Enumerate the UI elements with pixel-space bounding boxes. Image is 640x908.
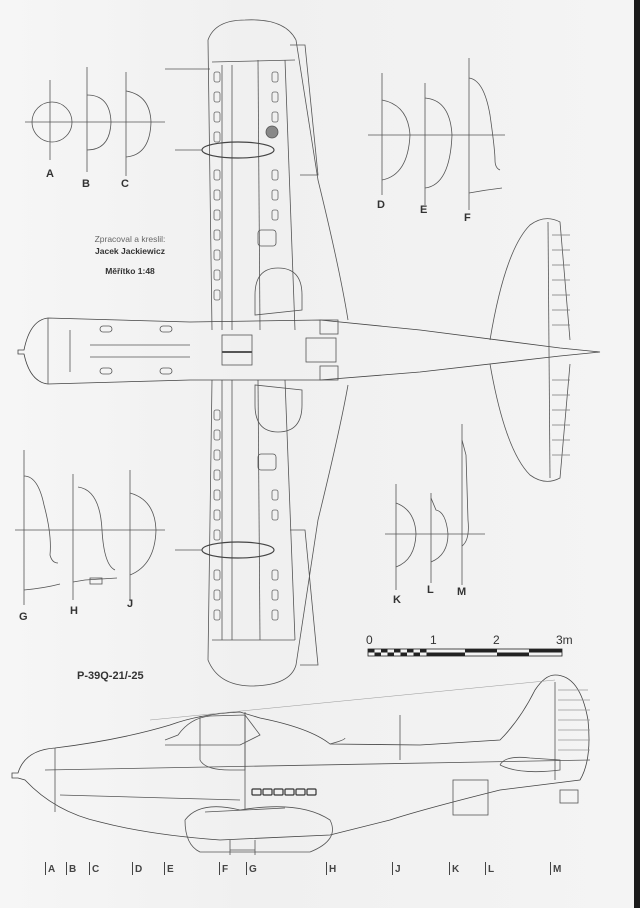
station-g: G: [246, 862, 257, 875]
station-d: D: [132, 862, 142, 875]
section-label-l: L: [427, 584, 434, 596]
scale-tick-3m: 3m: [556, 633, 573, 647]
station-l: L: [485, 862, 494, 875]
station-c: C: [89, 862, 99, 875]
credit-label: Zpracoval a kreslil:: [94, 234, 166, 244]
cross-sections-klm: [385, 424, 485, 590]
section-label-c: C: [121, 178, 129, 190]
section-label-k: K: [393, 594, 401, 606]
section-label-d: D: [377, 199, 385, 211]
scale-ratio: Měřítko 1:48: [105, 266, 155, 276]
section-label-f: F: [464, 212, 471, 224]
page-edge-shadow: [634, 0, 640, 908]
section-label-g: G: [19, 611, 28, 623]
section-label-m: M: [457, 586, 467, 598]
section-label-a: A: [46, 168, 54, 180]
station-a: A: [45, 862, 55, 875]
section-label-h: H: [70, 605, 78, 617]
cross-sections-def: [368, 58, 505, 210]
top-view: [17, 19, 601, 687]
credit-block: Zpracoval a kreslil: Jacek Jackiewicz Mě…: [70, 233, 190, 277]
station-k: K: [449, 862, 459, 875]
cross-sections-abc: [25, 67, 165, 176]
station-j: J: [392, 862, 401, 875]
station-b: B: [66, 862, 76, 875]
station-e: E: [164, 862, 174, 875]
scale-bar: [367, 648, 563, 657]
station-f: F: [219, 862, 228, 875]
section-label-j: J: [127, 598, 134, 610]
scale-tick-0: 0: [366, 633, 373, 647]
section-label-b: B: [82, 178, 90, 190]
station-h: H: [326, 862, 336, 875]
station-m: M: [550, 862, 561, 875]
model-designation: P-39Q-21/-25: [77, 670, 144, 682]
scale-tick-1: 1: [430, 633, 437, 647]
side-view: [11, 674, 591, 855]
scale-tick-2: 2: [493, 633, 500, 647]
author-name: Jacek Jackiewicz: [95, 246, 165, 256]
cross-sections-ghj: [15, 450, 165, 605]
section-label-e: E: [420, 204, 428, 216]
